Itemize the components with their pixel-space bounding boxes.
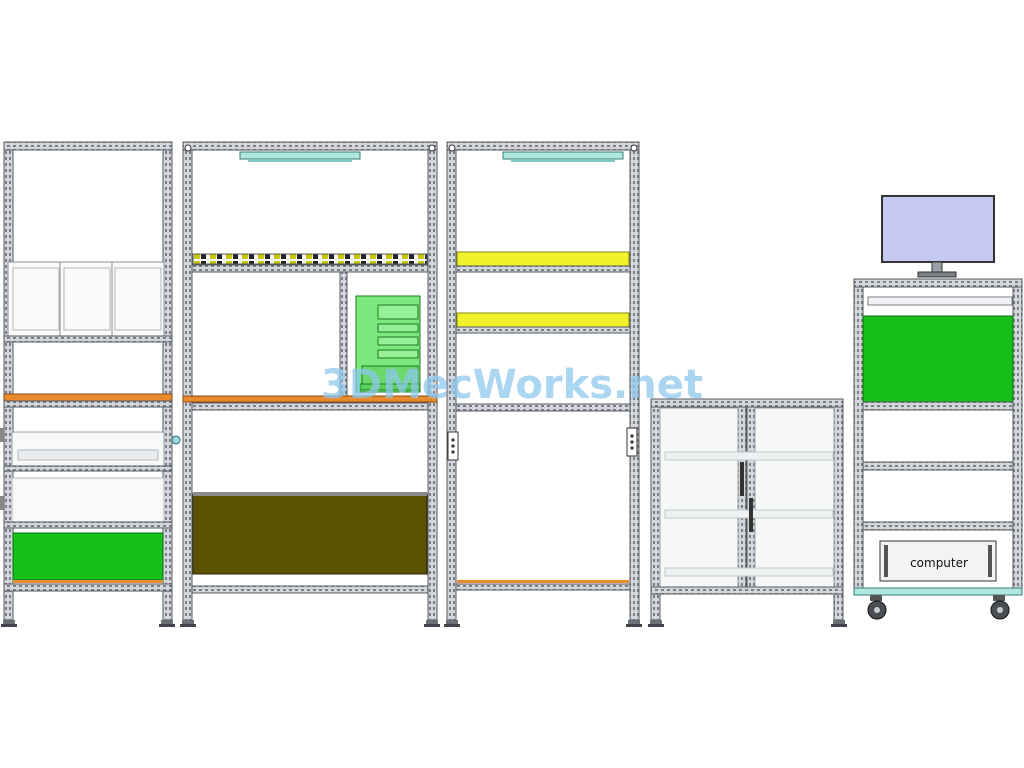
lamp-icon [239,151,361,162]
door-handle-icon [740,462,753,532]
yellow-bin [456,312,630,328]
yellow-bin [456,251,630,267]
monitor-icon [881,195,995,278]
computer-label: computer [910,556,968,570]
computer-box: computer [879,540,997,582]
olive-panel [192,493,428,575]
workbench-unit [180,141,440,627]
wood-worktop [3,393,173,402]
green-panel [12,532,164,581]
computer-cart-unit: computer [853,195,1023,620]
lamp-icon [502,151,624,162]
caster-wheel-icon [990,595,1010,620]
shelf-unit [444,141,642,627]
printer-device [355,295,421,393]
caster-wheel-icon [867,595,887,620]
green-panel [862,315,1014,403]
wood-worktop [182,395,438,403]
cabinet-unit [0,141,181,627]
glass-cabinet-unit [648,398,847,627]
watermark-text: 3DMecWorks.net [321,362,703,408]
